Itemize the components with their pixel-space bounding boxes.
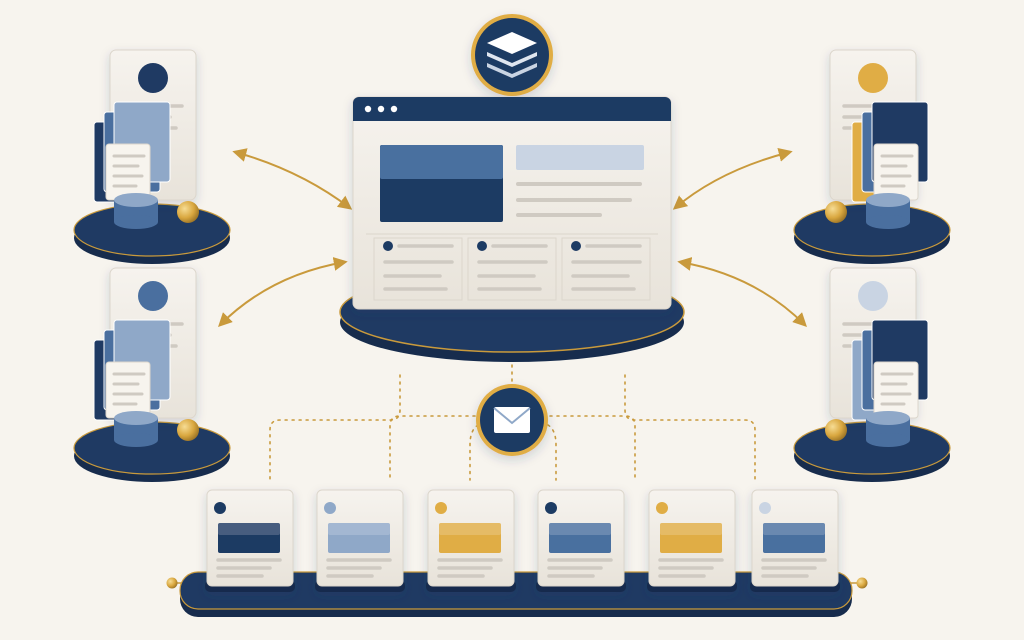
connector-left-2 xyxy=(389,415,476,481)
template-cards xyxy=(205,489,840,592)
gold-sphere xyxy=(825,201,847,223)
feature-columns xyxy=(373,237,651,301)
side-stations xyxy=(73,49,951,482)
strip-end-beads xyxy=(166,577,868,589)
profile-avatar xyxy=(138,281,168,311)
template-card xyxy=(536,489,626,592)
connector-left-3 xyxy=(469,424,479,481)
station-3 xyxy=(73,267,231,482)
envelope-icon xyxy=(493,407,531,433)
card-avatar-dot xyxy=(435,502,447,514)
browser-window xyxy=(352,96,672,310)
document-sheet xyxy=(873,143,919,201)
station-4 xyxy=(793,267,951,482)
gold-sphere xyxy=(177,419,199,441)
template-card xyxy=(426,489,516,592)
document-sheet xyxy=(873,361,919,419)
template-card xyxy=(315,489,405,592)
distribution-connectors xyxy=(269,364,756,481)
connector-left-1 xyxy=(269,374,401,481)
card-avatar-dot xyxy=(214,502,226,514)
card-avatar-dot xyxy=(759,502,771,514)
document-sheet xyxy=(105,143,151,201)
station-2 xyxy=(793,49,951,264)
template-card xyxy=(205,489,295,592)
arrow-top-left xyxy=(232,148,353,210)
layers-stack-icon xyxy=(487,32,537,78)
station-1 xyxy=(73,49,231,264)
profile-avatar xyxy=(858,281,888,311)
card-avatar-dot xyxy=(656,502,668,514)
profile-avatar xyxy=(138,63,168,93)
database-top xyxy=(114,193,158,207)
gold-sphere xyxy=(177,201,199,223)
template-card xyxy=(750,489,840,592)
envelope-hub xyxy=(476,384,548,456)
connector-right-3 xyxy=(547,424,557,481)
template-strip xyxy=(166,489,868,617)
headline-bar xyxy=(516,145,644,170)
sync-arrows xyxy=(218,148,807,327)
document-sheet xyxy=(105,361,151,419)
database-top xyxy=(114,411,158,425)
arrow-bottom-right xyxy=(677,257,807,327)
window-dots-icon xyxy=(364,105,398,113)
card-avatar-dot xyxy=(324,502,336,514)
main-browser-station xyxy=(339,96,685,362)
arrow-top-right xyxy=(672,148,793,210)
database-top xyxy=(866,411,910,425)
gold-sphere xyxy=(825,419,847,441)
database-top xyxy=(866,193,910,207)
arrow-bottom-left xyxy=(218,257,348,327)
profile-avatar xyxy=(858,63,888,93)
layers-hub xyxy=(471,14,553,96)
template-card xyxy=(647,489,737,592)
card-avatar-dot xyxy=(545,502,557,514)
connector-right-1 xyxy=(624,374,756,481)
connector-right-2 xyxy=(549,415,636,481)
hero-text-lines xyxy=(516,182,642,217)
